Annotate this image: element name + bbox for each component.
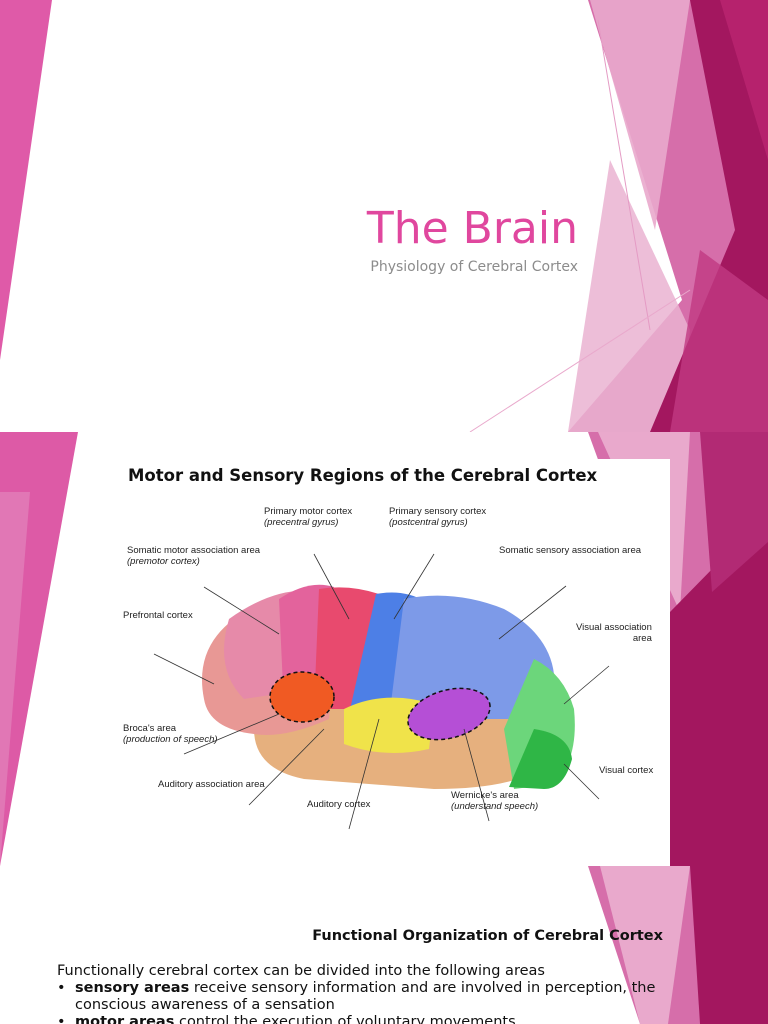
label-auditory-association: Auditory association area bbox=[158, 779, 265, 790]
intro-text: Functionally cerebral cortex can be divi… bbox=[57, 963, 545, 979]
description: receive sensory information and are invo… bbox=[75, 980, 656, 1013]
slide-heading: Functional Organization of Cerebral Cort… bbox=[312, 928, 663, 944]
term: motor areas bbox=[75, 1014, 175, 1024]
slide-subtitle: Physiology of Cerebral Cortex bbox=[370, 259, 578, 275]
figure-title: Motor and Sensory Regions of the Cerebra… bbox=[128, 466, 598, 485]
description: control the execution of voluntary movem… bbox=[174, 1014, 516, 1024]
label-wernickes-area: Wernicke's area(understand speech) bbox=[451, 790, 539, 812]
slide-text: Functional Organization of Cerebral Cort… bbox=[0, 866, 768, 1024]
slide-title-text: The Brain bbox=[366, 203, 578, 254]
label-primary-motor-cortex: Primary motor cortex(precentral gyrus) bbox=[264, 506, 353, 528]
label-visual-cortex: Visual cortex bbox=[599, 765, 654, 776]
list-item: • motor areas control the execution of vo… bbox=[57, 1014, 667, 1024]
slide-decoration bbox=[0, 0, 768, 432]
label-somatic-sensory-association: Somatic sensory association area bbox=[499, 545, 642, 556]
label-primary-sensory-cortex: Primary sensory cortex(postcentral gyrus… bbox=[389, 506, 487, 528]
slide-figure: Motor and Sensory Regions of the Cerebra… bbox=[0, 432, 768, 866]
label-brocas-area: Broca's area(production of speech) bbox=[123, 723, 218, 745]
brain-illustration bbox=[153, 553, 610, 830]
area-list: • sensory areas receive sensory informati… bbox=[57, 980, 667, 1024]
term: sensory areas bbox=[75, 980, 190, 996]
brain-diagram: Motor and Sensory Regions of the Cerebra… bbox=[104, 459, 670, 864]
slide-body: Functionally cerebral cortex can be divi… bbox=[57, 963, 667, 1024]
label-prefrontal-cortex: Prefrontal cortex bbox=[123, 610, 193, 621]
bullet: • bbox=[57, 980, 66, 996]
label-somatic-motor-association: Somatic motor association area(premotor … bbox=[127, 545, 261, 567]
list-item: • sensory areas receive sensory informati… bbox=[57, 980, 667, 1014]
slide-title: The Brain Physiology of Cerebral Cortex bbox=[0, 0, 768, 432]
slide-decoration bbox=[588, 866, 768, 1024]
bullet: • bbox=[57, 1014, 66, 1024]
label-auditory-cortex: Auditory cortex bbox=[307, 799, 371, 810]
